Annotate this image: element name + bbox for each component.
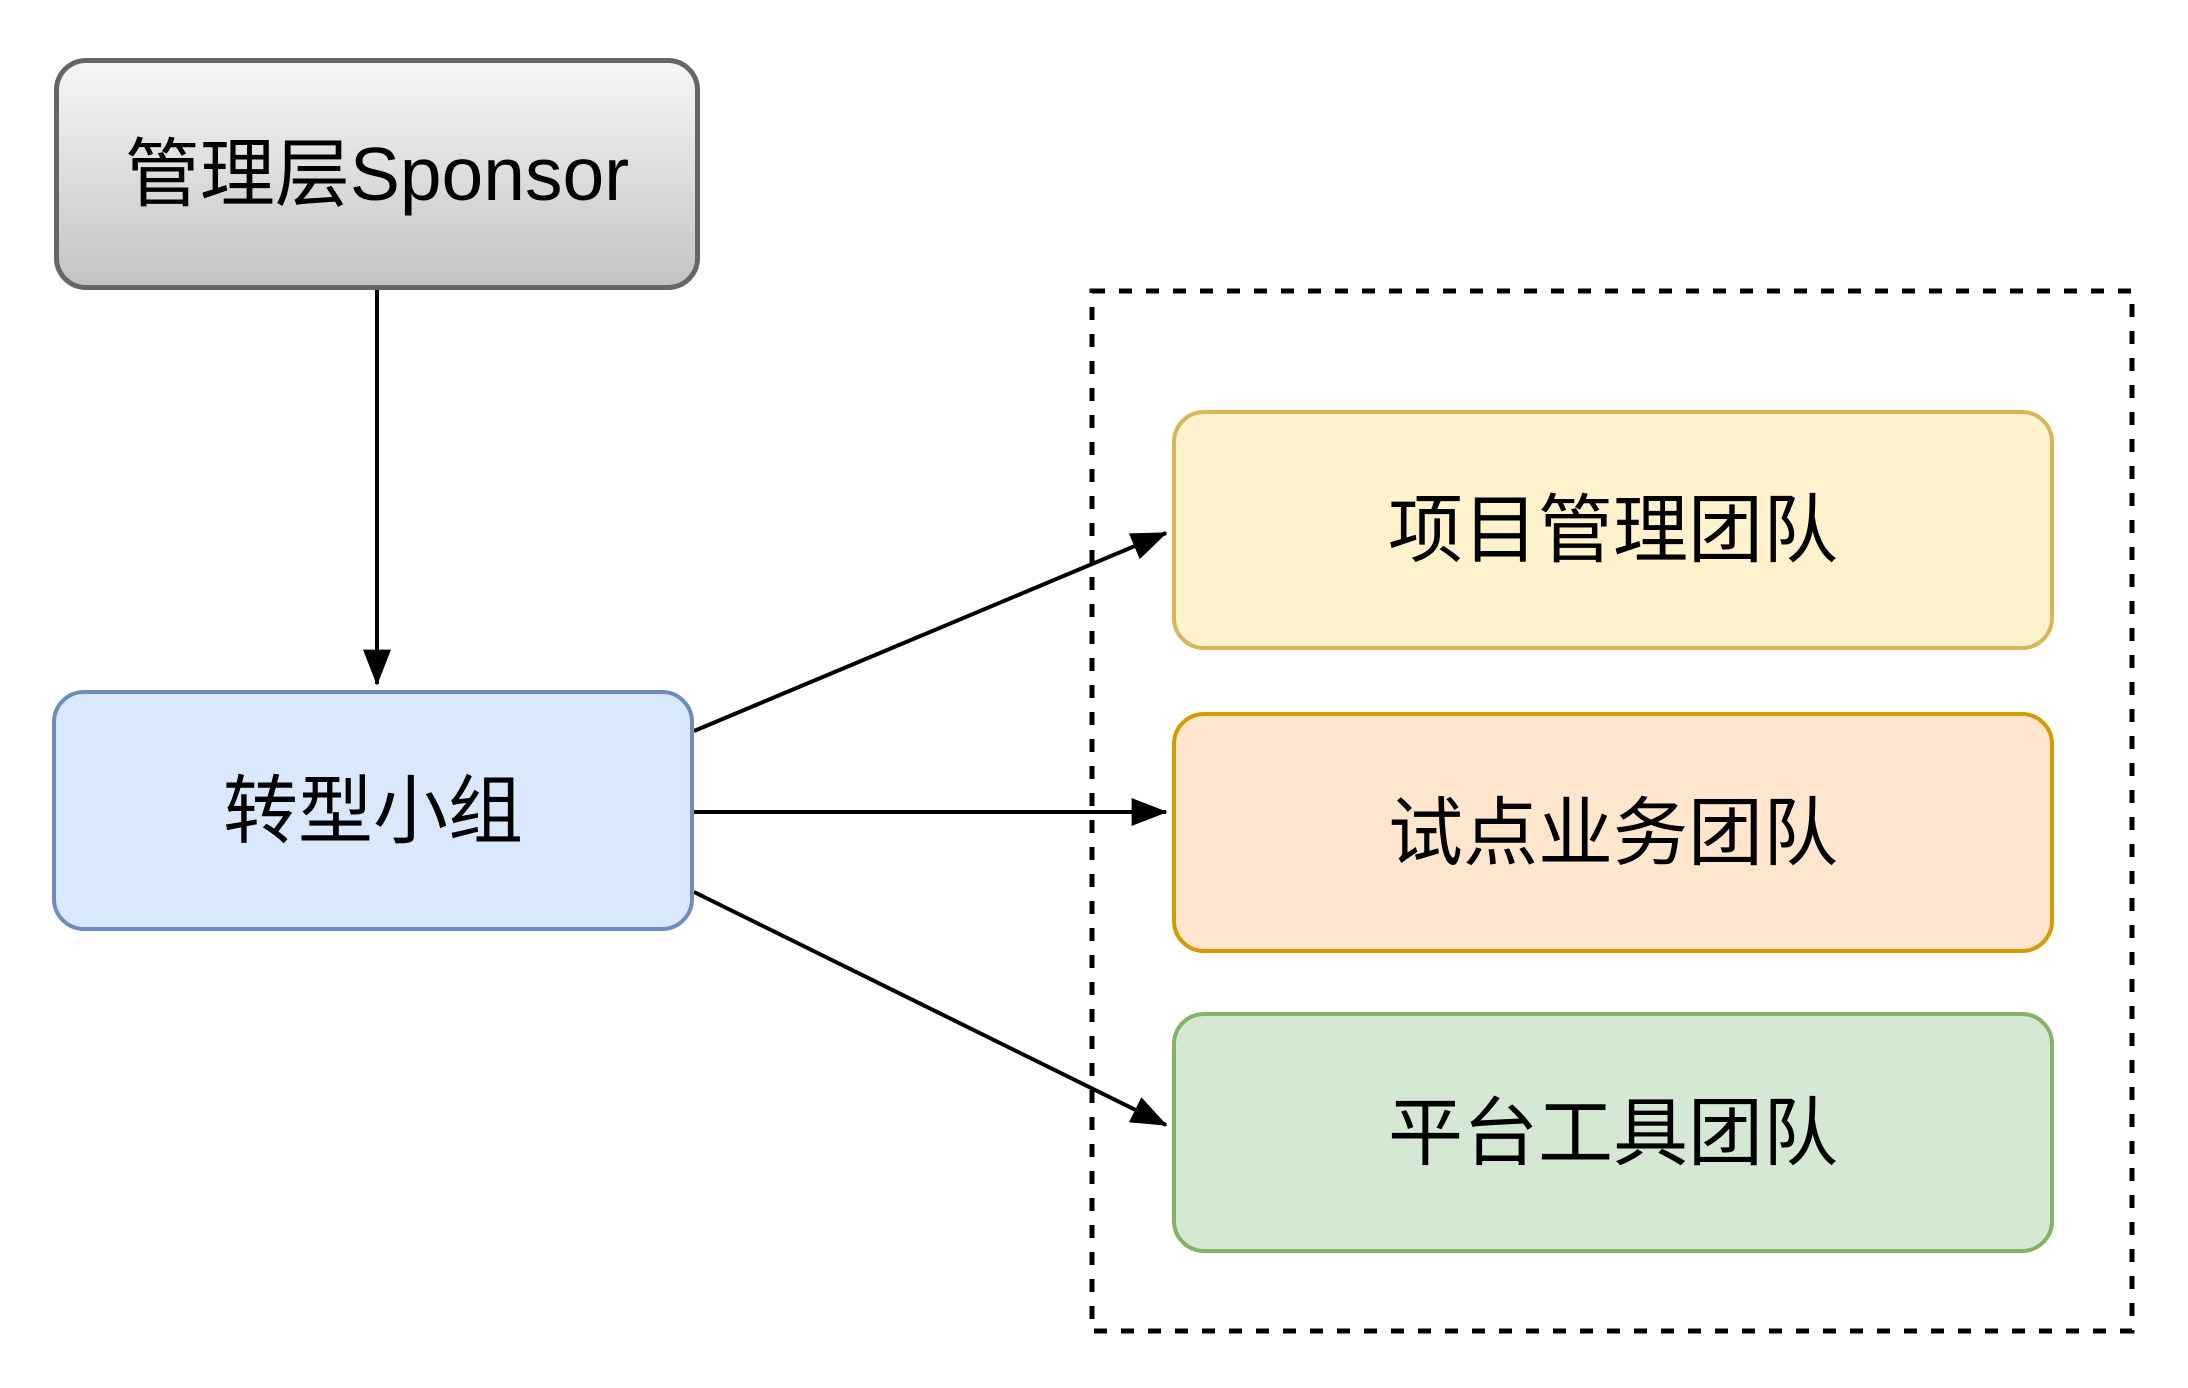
node-transform-team-label: 转型小组 bbox=[222, 768, 523, 853]
node-transform-team: 转型小组 bbox=[52, 690, 694, 931]
node-project-management-team-label: 项目管理团队 bbox=[1387, 488, 1838, 572]
node-platform-tools-team: 平台工具团队 bbox=[1172, 1012, 2054, 1253]
arrow-transform-team-to-project-team bbox=[693, 531, 1168, 733]
arrow-transform-team-to-platform-team bbox=[693, 890, 1168, 1127]
node-pilot-business-team: 试点业务团队 bbox=[1172, 712, 2054, 953]
node-management-sponsor-label: 管理层Sponsor bbox=[124, 132, 630, 216]
node-project-management-team: 项目管理团队 bbox=[1172, 410, 2054, 650]
node-platform-tools-team-label: 平台工具团队 bbox=[1387, 1090, 1838, 1175]
node-management-sponsor: 管理层Sponsor bbox=[54, 58, 700, 290]
node-pilot-business-team-label: 试点业务团队 bbox=[1387, 790, 1838, 875]
